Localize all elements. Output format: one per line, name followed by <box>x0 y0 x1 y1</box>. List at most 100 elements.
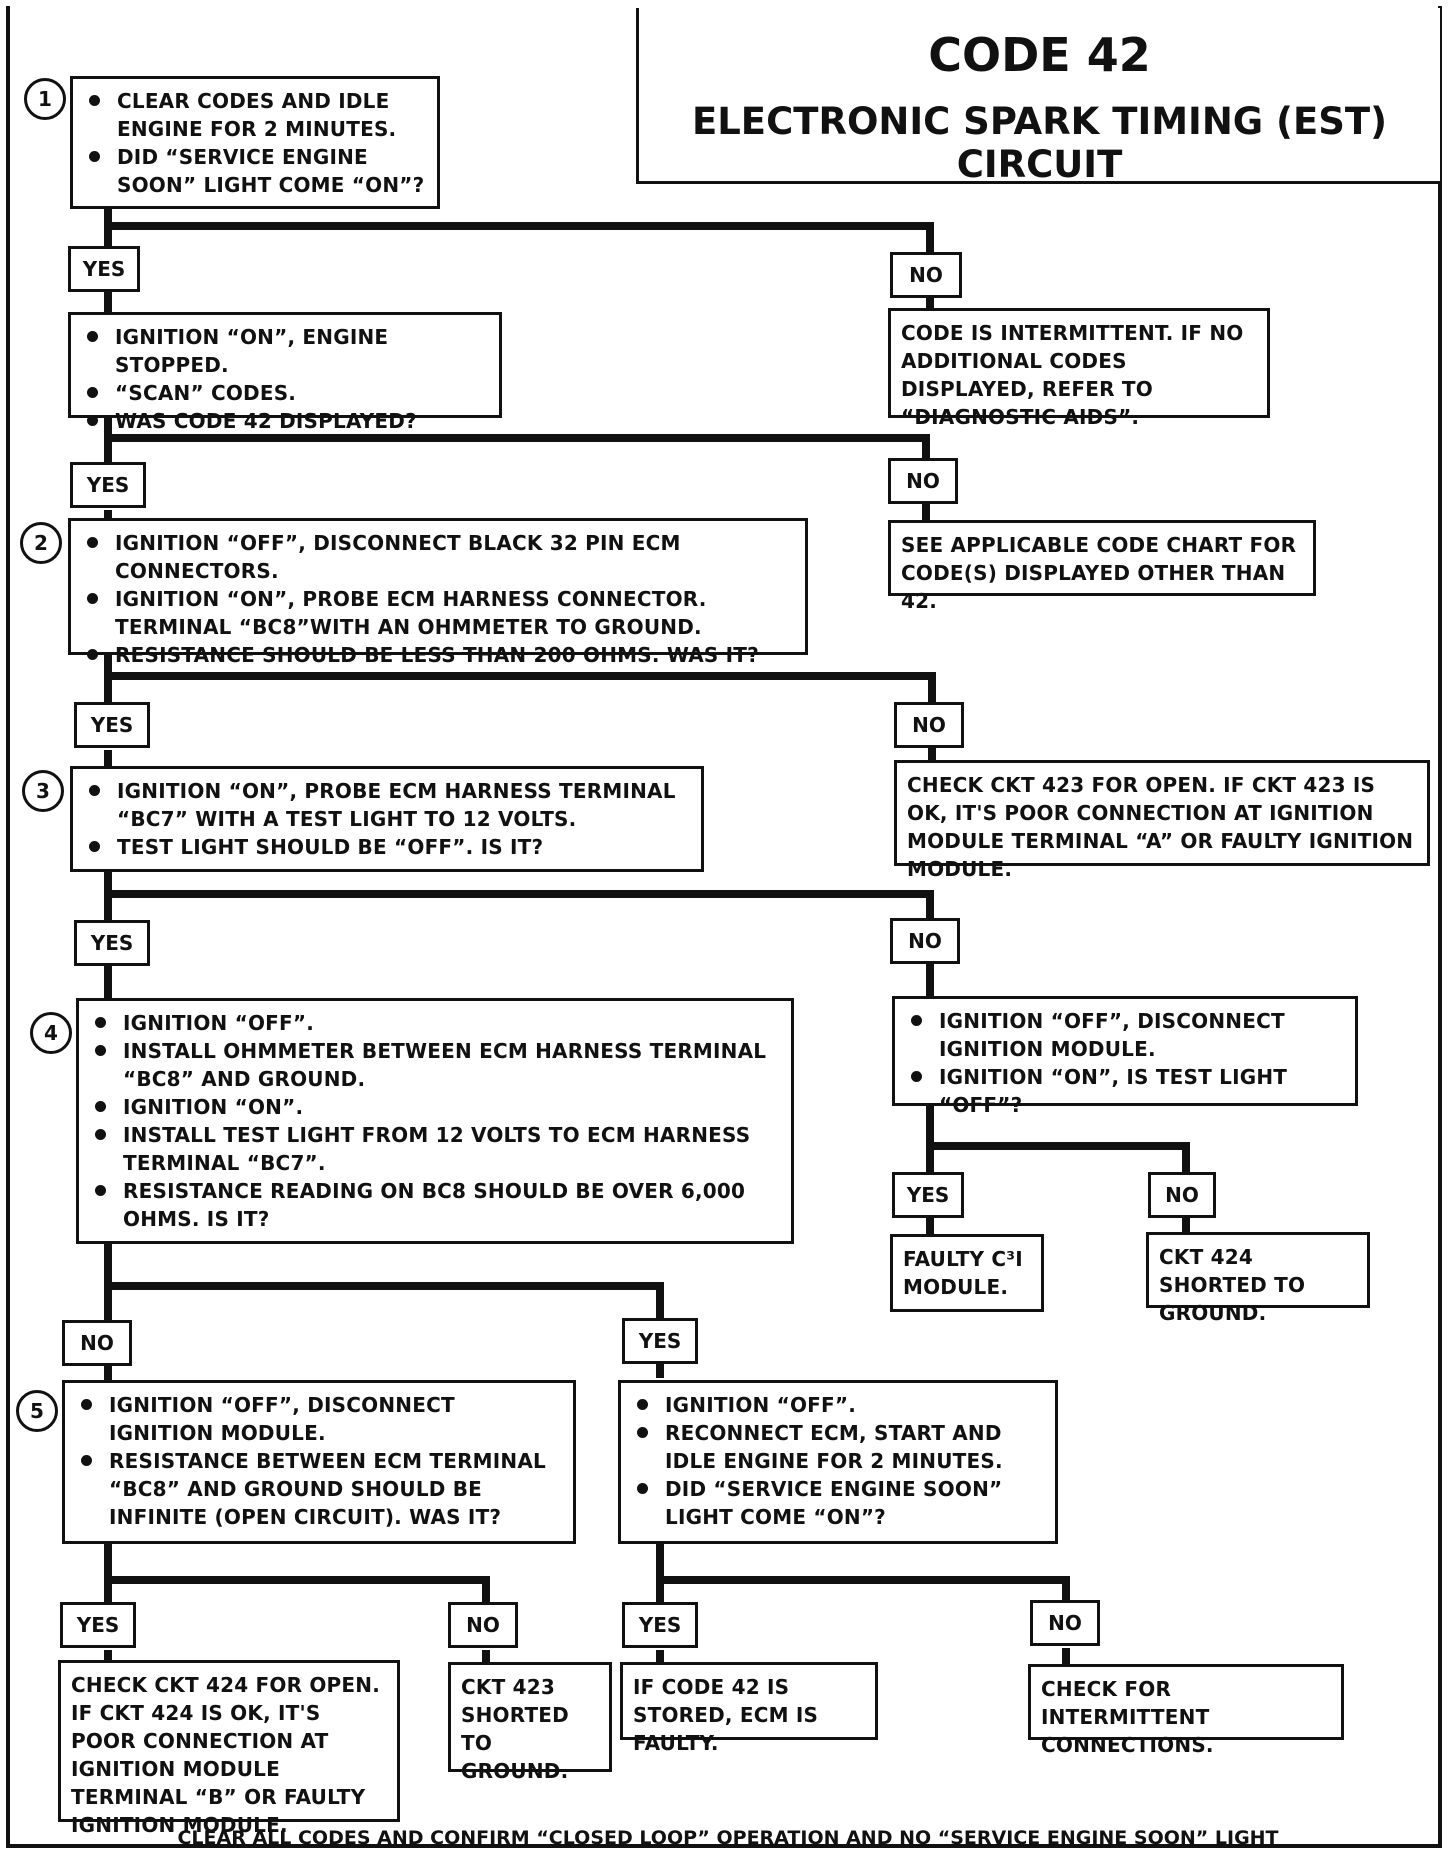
connector <box>928 748 936 762</box>
connector <box>926 1142 1190 1150</box>
yes-label: YES <box>892 1172 964 1218</box>
result-ckt423-ground: CKT 423 SHORTED TO GROUND. <box>448 1662 612 1783</box>
step-4-line: INSTALL TEST LIGHT FROM 12 VOLTS TO ECM … <box>89 1121 781 1177</box>
result-faulty-c3i: FAULTY C³I MODULE. <box>890 1234 1044 1312</box>
no-label: NO <box>1030 1600 1100 1646</box>
result-applicable: SEE APPLICABLE CODE CHART FOR CODE(S) DI… <box>888 520 1316 613</box>
connector <box>922 434 930 462</box>
title-box: CODE 42 ELECTRONIC SPARK TIMING (EST) CI… <box>636 8 1440 186</box>
step-5-right-line: IGNITION “OFF”. <box>631 1391 1045 1419</box>
connector <box>928 672 936 706</box>
connector <box>104 1540 112 1604</box>
no-label: NO <box>62 1320 132 1366</box>
result-ckt424-ground: CKT 424 SHORTED TO GROUND. <box>1146 1232 1370 1325</box>
yes-label: YES <box>60 1602 136 1648</box>
connector <box>926 890 934 920</box>
connector <box>104 966 112 1000</box>
step-1-line: DID “SERVICE ENGINE SOON” LIGHT COME “ON… <box>83 143 427 199</box>
step-1b-box: IGNITION “ON”, ENGINE STOPPED. “SCAN” CO… <box>68 312 502 433</box>
result-ckt423-open: CHECK CKT 423 FOR OPEN. IF CKT 423 IS OK… <box>894 760 1430 881</box>
connector <box>1182 1216 1190 1232</box>
connector <box>104 672 936 680</box>
circuit-title: ELECTRONIC SPARK TIMING (EST) CIRCUIT <box>691 100 1388 186</box>
step-5-box: IGNITION “OFF”, DISCONNECT IGNITION MODU… <box>62 1380 576 1544</box>
step-2-line: RESISTANCE SHOULD BE LESS THAN 200 OHMS.… <box>81 641 795 669</box>
step-5-right-box: IGNITION “OFF”. RECONNECT ECM, START AND… <box>618 1380 1058 1544</box>
connector <box>926 222 934 256</box>
connector <box>926 1216 934 1236</box>
step-1b-line: “SCAN” CODES. <box>81 379 489 407</box>
step-2-line: IGNITION “OFF”, DISCONNECT BLACK 32 PIN … <box>81 529 795 585</box>
connector <box>104 1366 112 1380</box>
connector <box>656 1282 664 1318</box>
connector <box>104 890 934 898</box>
step-4-no-line: IGNITION “ON”, IS TEST LIGHT “OFF”? <box>905 1063 1345 1119</box>
connector <box>922 504 930 524</box>
connector <box>104 1282 664 1290</box>
step-number: 3 <box>22 770 64 812</box>
step-3-line: TEST LIGHT SHOULD BE “OFF”. IS IT? <box>83 833 691 861</box>
step-5-right-line: DID “SERVICE ENGINE SOON” LIGHT COME “ON… <box>631 1475 1045 1531</box>
connector <box>656 1542 664 1606</box>
connector <box>926 1104 934 1172</box>
step-number: 2 <box>20 522 62 564</box>
connector <box>926 298 934 312</box>
connector <box>656 1362 664 1378</box>
connector <box>656 1576 1070 1584</box>
step-4-line: IGNITION “OFF”. <box>89 1009 781 1037</box>
step-number: 4 <box>30 1012 72 1054</box>
yes-label: YES <box>622 1318 698 1364</box>
no-label: NO <box>890 918 960 964</box>
step-number: 5 <box>16 1390 58 1432</box>
connector <box>1182 1142 1190 1172</box>
connector <box>656 1650 664 1664</box>
result-intermittent: CODE IS INTERMITTENT. IF NO ADDITIONAL C… <box>888 308 1270 429</box>
step-number: 1 <box>24 78 66 120</box>
step-2-line: IGNITION “ON”, PROBE ECM HARNESS CONNECT… <box>81 585 795 641</box>
yes-label: YES <box>68 246 140 292</box>
step-1b-line: WAS CODE 42 DISPLAYED? <box>81 407 489 435</box>
step-4-no-line: IGNITION “OFF”, DISCONNECT IGNITION MODU… <box>905 1007 1345 1063</box>
page-frame <box>6 6 1442 1848</box>
step-3-line: IGNITION “ON”, PROBE ECM HARNESS TERMINA… <box>83 777 691 833</box>
no-label: NO <box>890 252 962 298</box>
connector <box>1062 1576 1070 1602</box>
step-4-line: RESISTANCE READING ON BC8 SHOULD BE OVER… <box>89 1177 781 1233</box>
connector <box>104 750 112 768</box>
no-label: NO <box>894 702 964 748</box>
step-5-line: IGNITION “OFF”, DISCONNECT IGNITION MODU… <box>75 1391 563 1447</box>
result-intermittent-connections: CHECK FOR INTERMITTENT CONNECTIONS. <box>1028 1664 1344 1757</box>
no-label: NO <box>1148 1172 1216 1218</box>
connector <box>1062 1648 1070 1666</box>
footer-note: CLEAR ALL CODES AND CONFIRM “CLOSED LOOP… <box>177 1827 1279 1849</box>
code-title: CODE 42 <box>928 28 1151 82</box>
connector <box>104 1576 490 1584</box>
step-1b-line: IGNITION “ON”, ENGINE STOPPED. <box>81 323 489 379</box>
step-1-box: CLEAR CODES AND IDLE ENGINE FOR 2 MINUTE… <box>70 76 440 209</box>
connector <box>104 1650 112 1664</box>
no-label: NO <box>888 458 958 504</box>
yes-label: YES <box>70 462 146 508</box>
step-1-line: CLEAR CODES AND IDLE ENGINE FOR 2 MINUTE… <box>83 87 427 143</box>
step-2-box: IGNITION “OFF”, DISCONNECT BLACK 32 PIN … <box>68 518 808 667</box>
connector <box>104 510 112 524</box>
step-3-box: IGNITION “ON”, PROBE ECM HARNESS TERMINA… <box>70 766 704 872</box>
yes-label: YES <box>622 1602 698 1648</box>
connector <box>104 1240 112 1322</box>
no-label: NO <box>448 1602 518 1648</box>
yes-label: YES <box>74 702 150 748</box>
result-ecm-faulty: IF CODE 42 IS STORED, ECM IS FAULTY. <box>620 1662 878 1755</box>
connector <box>482 1576 490 1604</box>
connector <box>104 290 112 318</box>
step-4-box: IGNITION “OFF”. INSTALL OHMMETER BETWEEN… <box>76 998 794 1244</box>
step-4-no-box: IGNITION “OFF”, DISCONNECT IGNITION MODU… <box>892 996 1358 1117</box>
connector <box>104 222 934 230</box>
result-ckt424-open: CHECK CKT 424 FOR OPEN. IF CKT 424 IS OK… <box>58 1660 400 1837</box>
step-4-line: IGNITION “ON”. <box>89 1093 781 1121</box>
connector <box>926 962 934 998</box>
step-5-right-line: RECONNECT ECM, START AND IDLE ENGINE FOR… <box>631 1419 1045 1475</box>
step-5-line: RESISTANCE BETWEEN ECM TERMINAL “BC8” AN… <box>75 1447 563 1531</box>
connector <box>104 434 930 442</box>
yes-label: YES <box>74 920 150 966</box>
connector <box>482 1650 490 1664</box>
